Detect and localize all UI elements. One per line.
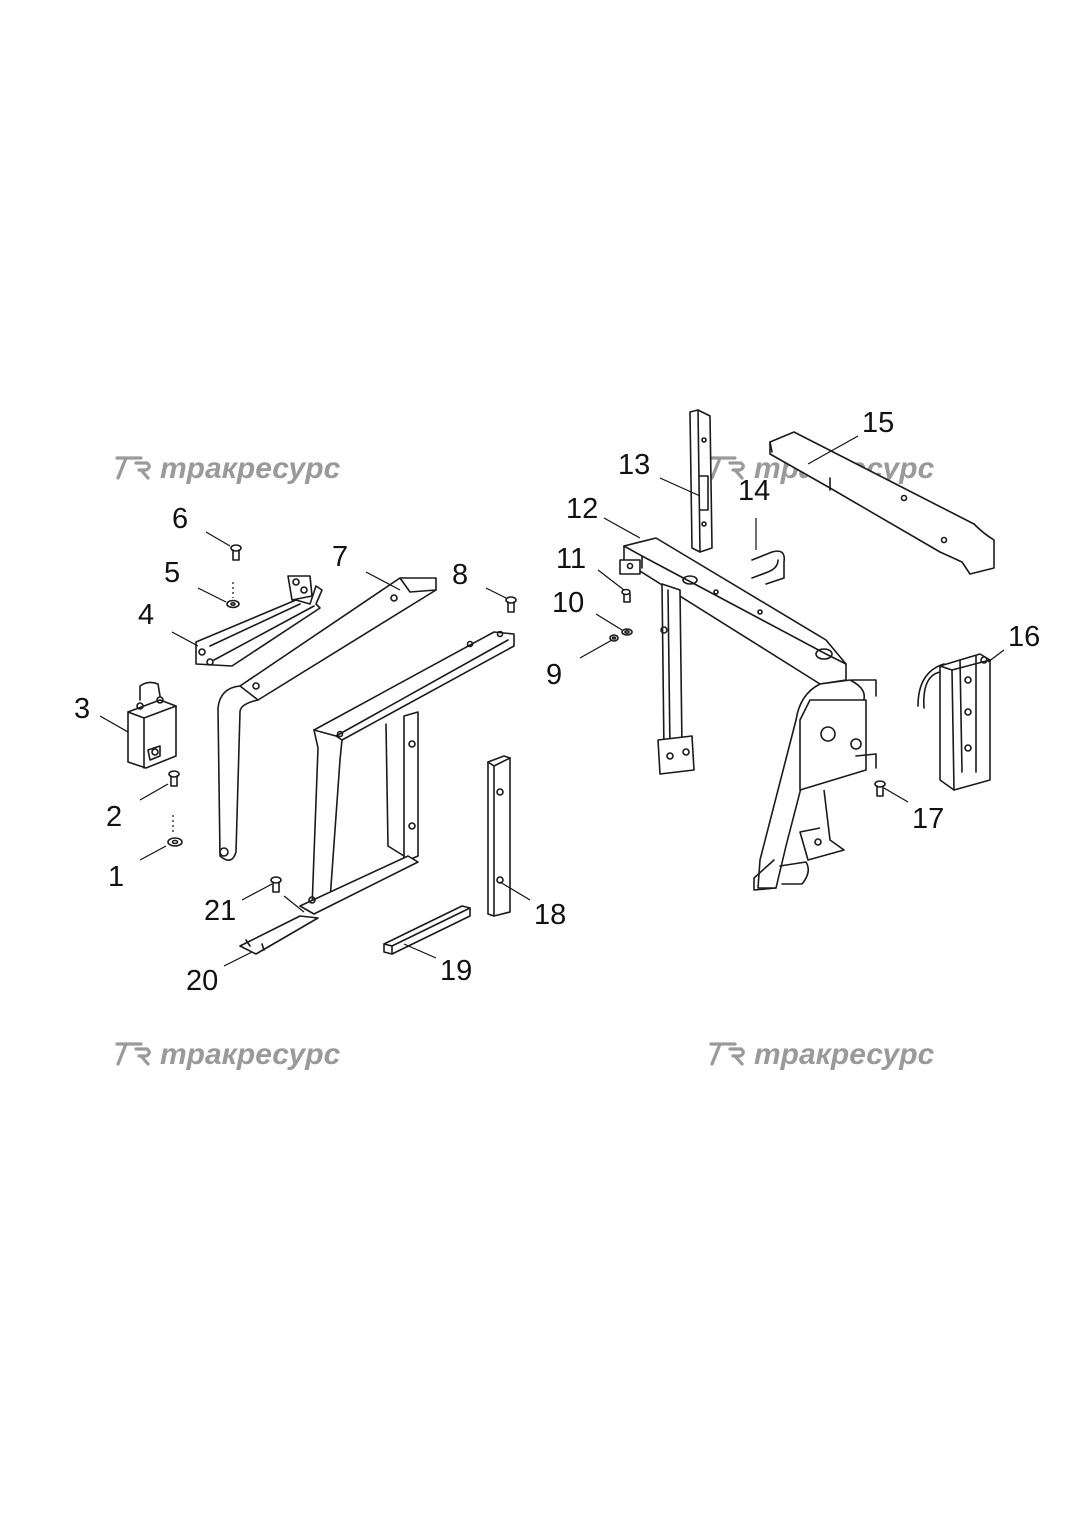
- part-2-bolt: [168, 770, 180, 787]
- part-17-bolt: [874, 780, 886, 797]
- part-12-main-frame: [619, 537, 877, 891]
- callout-1: 1: [108, 861, 124, 893]
- callout-8: 8: [452, 559, 468, 591]
- callout-9: 9: [546, 659, 562, 691]
- callout-6: 6: [172, 503, 188, 535]
- callout-5: 5: [164, 557, 180, 589]
- part-3-bracket: [127, 681, 177, 769]
- callout-4: 4: [138, 599, 154, 631]
- part-middle-frame: [299, 630, 515, 915]
- callout-10: 10: [552, 587, 584, 619]
- part-19-bar: [383, 905, 471, 955]
- part-16-latch: [917, 653, 991, 791]
- part-11-stud: [621, 588, 631, 603]
- watermark-bottom-left: тракресурс: [115, 1038, 341, 1071]
- part-7-frame-arm: [217, 577, 437, 861]
- callout-labels: 1 2 3 4 5 6 7 8 9 10 11 12 13 14 15 16 1…: [74, 407, 1040, 997]
- callout-18: 18: [534, 899, 566, 931]
- callout-20: 20: [186, 965, 218, 997]
- watermark-text: тракресурс: [160, 1038, 341, 1071]
- callout-13: 13: [618, 449, 650, 481]
- tr-logo-icon: [709, 456, 745, 480]
- part-18-flat-bar: [487, 755, 511, 917]
- callout-2: 2: [106, 801, 122, 833]
- part-9-washer: [609, 634, 619, 642]
- part-14-u-bolt: [751, 518, 786, 585]
- callout-16: 16: [1008, 621, 1040, 653]
- callout-17: 17: [912, 803, 944, 835]
- callout-14: 14: [738, 475, 770, 507]
- callout-15: 15: [862, 407, 894, 439]
- callout-19: 19: [440, 955, 472, 987]
- callout-11: 11: [556, 543, 586, 575]
- tr-logo-icon: [709, 1042, 745, 1066]
- part-6-screw: [230, 544, 242, 561]
- callout-7: 7: [332, 541, 348, 573]
- part-20-base-plate: [239, 915, 319, 955]
- part-21-bolt: [270, 876, 282, 893]
- watermark-text: тракресурс: [754, 1038, 935, 1071]
- part-4-hinge: [195, 575, 323, 667]
- tr-logo-icon: [115, 1042, 151, 1066]
- leader-lines: [99, 435, 1005, 967]
- callout-12: 12: [566, 493, 598, 525]
- part-10-nut: [621, 628, 633, 636]
- watermark-top-left: тракресурс: [115, 452, 341, 485]
- callout-21: 21: [204, 895, 236, 927]
- part-5-washer: [226, 582, 240, 609]
- part-1-washer: [167, 815, 183, 847]
- watermark-text: тракресурс: [160, 452, 341, 485]
- watermark-bottom-right: тракресурс: [709, 1038, 935, 1071]
- tr-logo-icon: [115, 456, 151, 480]
- part-13-vertical-plate: [689, 409, 713, 553]
- part-8-bolt: [505, 596, 517, 613]
- callout-3: 3: [74, 693, 90, 725]
- part-15-cover-plate: [769, 431, 995, 575]
